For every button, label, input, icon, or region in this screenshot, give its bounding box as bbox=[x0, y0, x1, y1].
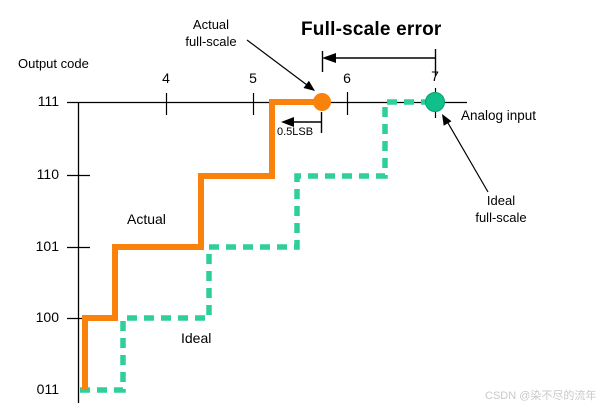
actual-full-scale-annotation: Actual full-scale bbox=[161, 16, 261, 50]
half-lsb-measure bbox=[281, 112, 323, 133]
y-tick-label-100: 100 bbox=[35, 309, 59, 325]
y-tick-label-101: 101 bbox=[35, 238, 59, 254]
actual-full-scale-pointer bbox=[246, 39, 315, 91]
y-axis-title: Output code bbox=[18, 56, 89, 71]
actual-series-label: Actual bbox=[127, 211, 166, 227]
arrowhead-icon bbox=[303, 80, 315, 91]
actual-full-scale-point bbox=[313, 93, 331, 111]
x-tick-label-7: 7 bbox=[431, 68, 439, 84]
arrowhead-icon bbox=[442, 114, 452, 126]
full-scale-error-title: Full-scale error bbox=[301, 19, 442, 40]
ideal-full-scale-pointer bbox=[442, 114, 489, 193]
ideal-full-scale-annotation: Ideal full-scale bbox=[451, 192, 551, 226]
ideal-staircase bbox=[80, 99, 427, 393]
left-arrowhead-icon bbox=[322, 53, 336, 63]
ideal-full-scale-line1: Ideal bbox=[486, 193, 516, 208]
x-tick-label-5: 5 bbox=[249, 70, 257, 86]
ideal-full-scale-point bbox=[425, 92, 445, 112]
full-scale-error-measure bbox=[321, 49, 437, 76]
actual-full-scale-line1: Actual bbox=[192, 17, 230, 32]
half-lsb-label: 0.5LSB bbox=[277, 126, 314, 138]
ideal-full-scale-line2: full-scale bbox=[475, 210, 527, 225]
watermark: CSDN @染不尽的流年 bbox=[485, 390, 597, 402]
y-tick-label-111: 111 bbox=[37, 93, 59, 109]
y-tick-label-110: 110 bbox=[36, 166, 59, 182]
ideal-series-label: Ideal bbox=[181, 330, 212, 346]
actual-full-scale-line2: full-scale bbox=[185, 34, 237, 49]
left-arrowhead-icon bbox=[281, 117, 294, 127]
x-axis-title: Analog input bbox=[461, 108, 537, 123]
actual-staircase bbox=[82, 99, 322, 390]
x-tick-label-4: 4 bbox=[162, 70, 170, 86]
y-tick-label-011: 011 bbox=[36, 381, 59, 397]
x-tick-label-6: 6 bbox=[343, 70, 351, 86]
